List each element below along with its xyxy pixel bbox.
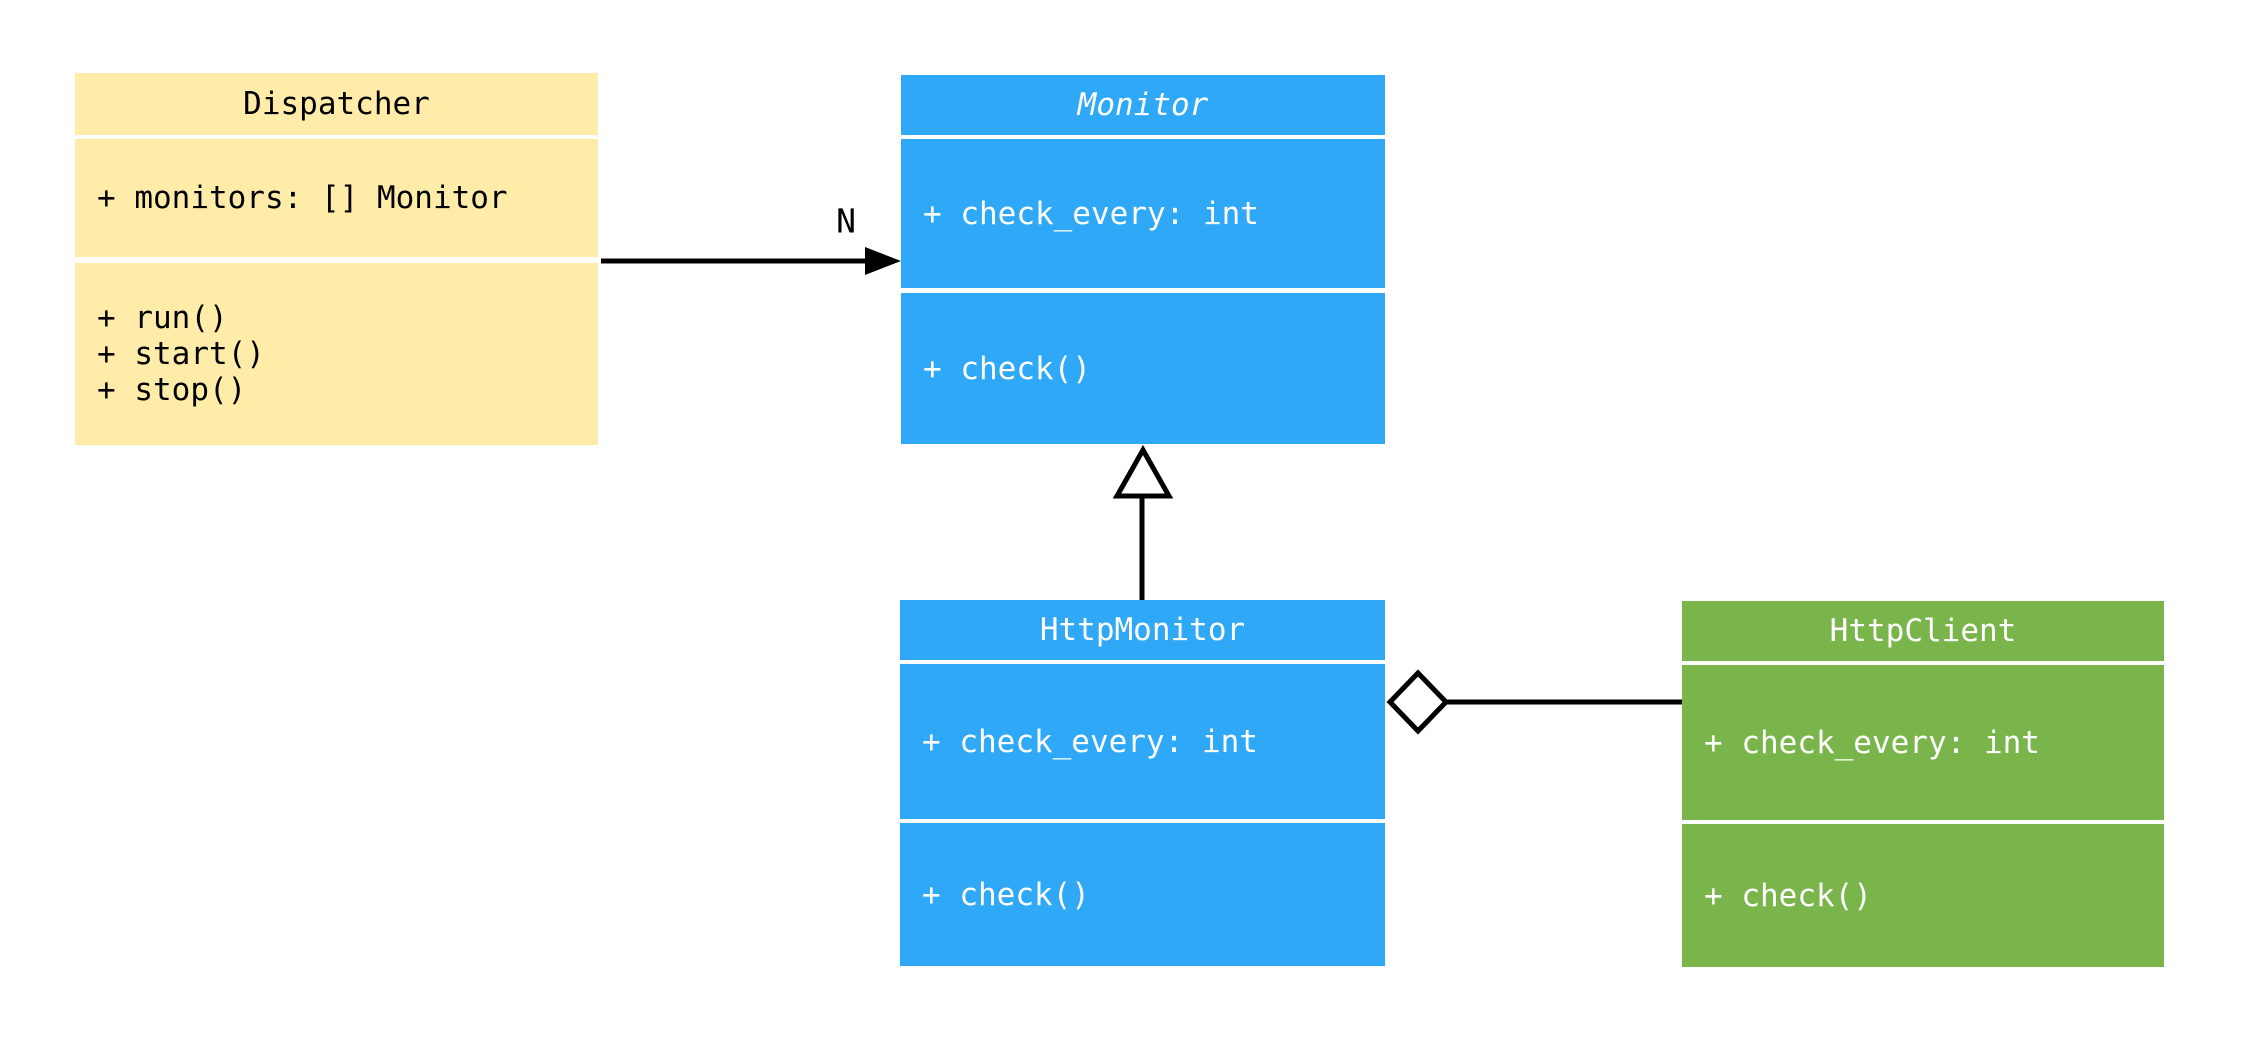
class-attributes-dispatcher: + monitors: [] Monitor bbox=[75, 139, 598, 257]
inheritance-triangle-icon bbox=[1112, 444, 1174, 499]
class-attributes-monitor: + check_every: int bbox=[901, 139, 1385, 288]
method-row: + stop() bbox=[97, 372, 247, 408]
method-row: + check() bbox=[923, 350, 1091, 387]
class-box-monitor: Monitor + check_every: int + check() bbox=[901, 75, 1385, 444]
attribute-row: + check_every: int bbox=[923, 195, 1259, 232]
class-methods-httpclient: + check() bbox=[1682, 824, 2164, 967]
class-title-dispatcher: Dispatcher bbox=[75, 73, 598, 135]
method-row: + check() bbox=[1704, 877, 1872, 914]
association-arrowhead-icon bbox=[865, 247, 901, 275]
class-methods-dispatcher: + run() + start() + stop() bbox=[75, 263, 598, 445]
class-box-dispatcher: Dispatcher + monitors: [] Monitor + run(… bbox=[75, 73, 598, 445]
class-title-monitor: Monitor bbox=[901, 75, 1385, 135]
attribute-row: + check_every: int bbox=[1704, 724, 2040, 761]
class-methods-monitor: + check() bbox=[901, 293, 1385, 444]
attribute-row: + check_every: int bbox=[922, 723, 1258, 760]
class-box-httpmonitor: HttpMonitor + check_every: int + check() bbox=[900, 600, 1385, 966]
class-box-httpclient: HttpClient + check_every: int + check() bbox=[1682, 601, 2164, 967]
method-row: + check() bbox=[922, 876, 1090, 913]
method-row: + start() bbox=[97, 336, 265, 372]
aggregation-diamond-icon bbox=[1386, 669, 1450, 735]
class-title-httpmonitor: HttpMonitor bbox=[900, 600, 1385, 660]
class-attributes-httpclient: + check_every: int bbox=[1682, 665, 2164, 820]
attribute-row: + monitors: [] Monitor bbox=[97, 180, 508, 216]
class-attributes-httpmonitor: + check_every: int bbox=[900, 664, 1385, 819]
method-row: + run() bbox=[97, 300, 228, 336]
association-multiplicity-label: N bbox=[836, 201, 856, 241]
class-title-httpclient: HttpClient bbox=[1682, 601, 2164, 661]
class-methods-httpmonitor: + check() bbox=[900, 823, 1385, 966]
